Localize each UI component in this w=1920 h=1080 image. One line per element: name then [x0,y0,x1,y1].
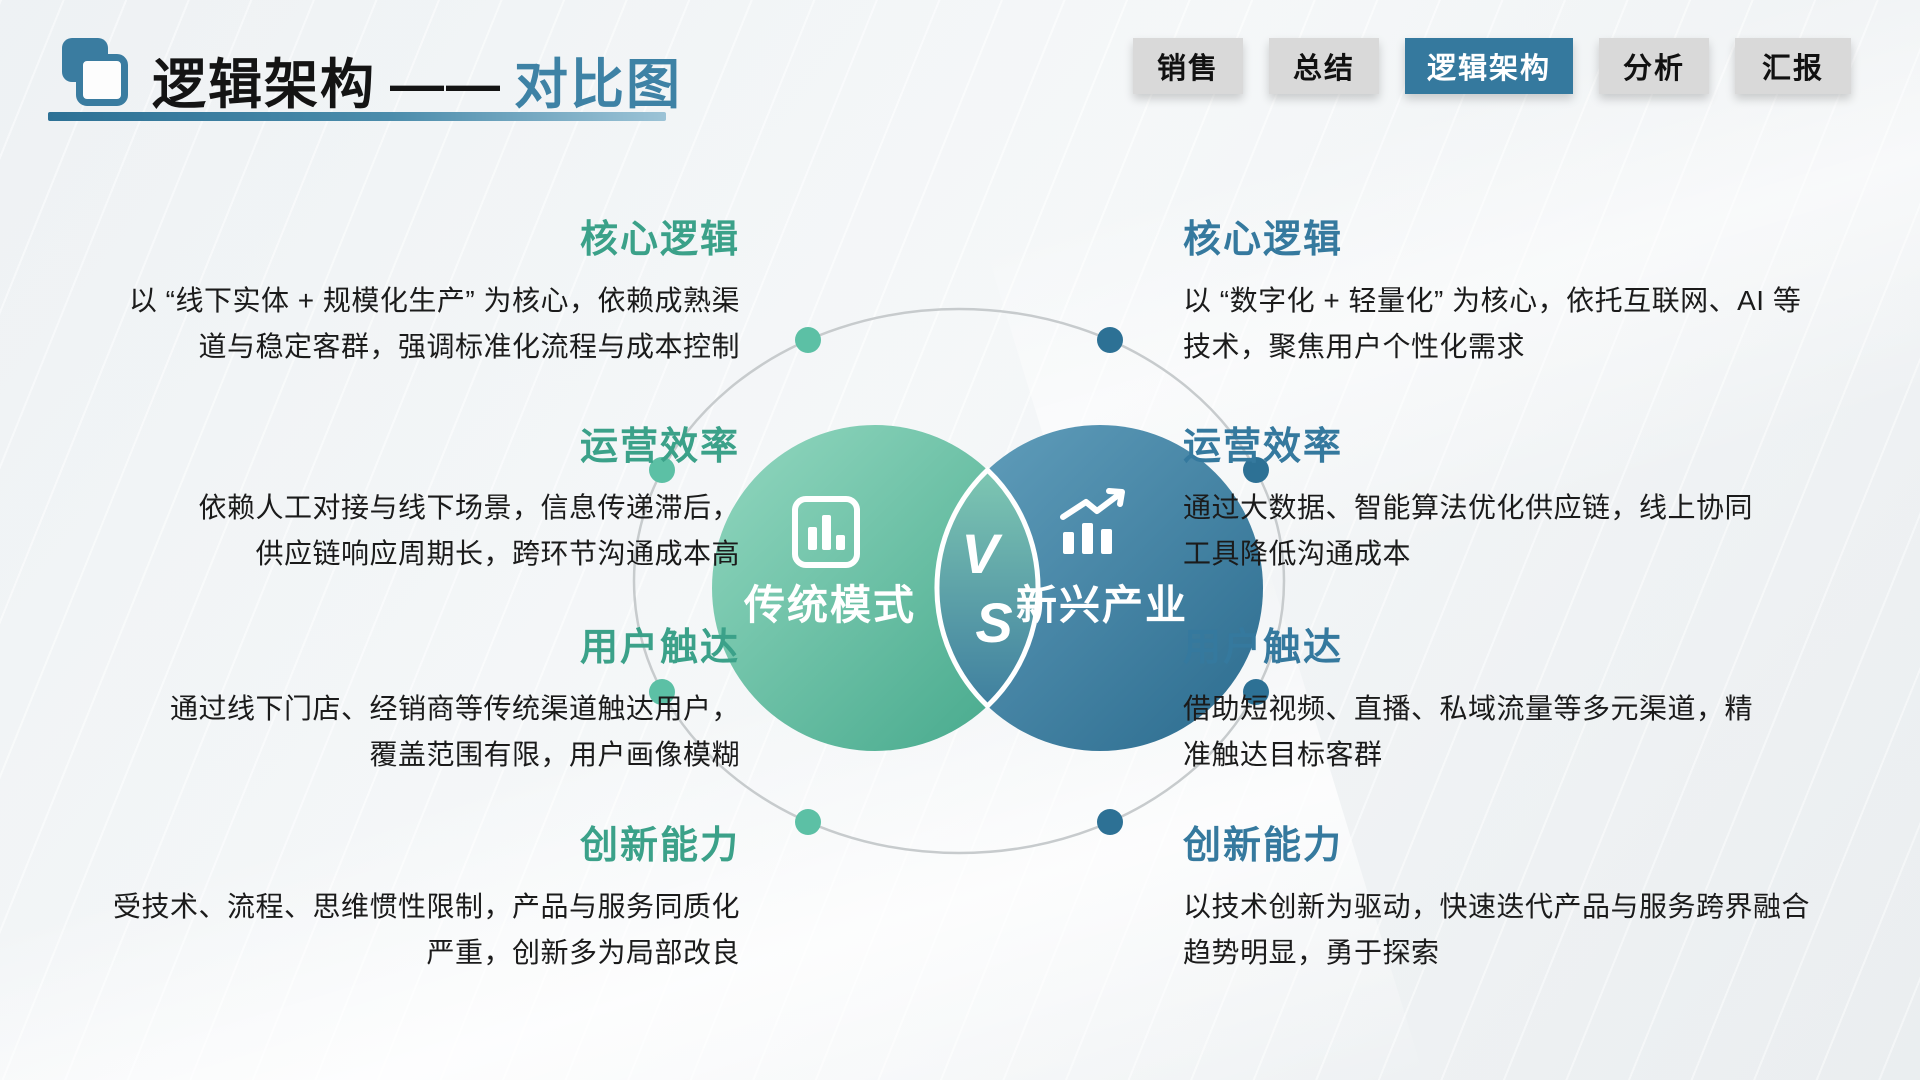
page-title-accent: 对比图 [514,55,682,115]
arc-dot-blue [1097,809,1123,835]
section-title: 核心逻辑 [1183,219,1344,261]
section-text-line: 以 “线下实体 + 规模化生产” 为核心，依赖成熟渠 [128,285,740,316]
page-title-prefix: 逻辑架构 [152,55,376,115]
page-title-dash: —— [390,55,502,115]
left-section-core-logic: 核心逻辑 以 “线下实体 + 规模化生产” 为核心，依赖成熟渠 道与稳定客群，强… [129,218,740,370]
tab-report[interactable]: 汇报 [1735,38,1851,94]
section-text-line: 覆盖范围有限，用户画像模糊 [369,739,740,770]
right-section-user-reach: 用户触达 借助短视频、直播、私域流量等多元渠道，精 准触达目标客群 [1183,626,1753,778]
emerging-industry-label: 新兴产业 [1016,582,1188,628]
vs-letter-v: V [961,522,1003,585]
section-text-line: 准触达目标客群 [1183,739,1383,770]
traditional-model-label: 传统模式 [743,582,916,628]
section-text-line: 严重，创新多为局部改良 [426,937,740,968]
section-text-line: 趋势明显，勇于探索 [1183,937,1440,968]
section-title: 用户触达 [1183,627,1344,669]
logo-front-square [76,54,128,106]
section-text-line: 受技术、流程、思维惯性限制，产品与服务同质化 [112,891,740,922]
section-text-line: 通过线下门店、经销商等传统渠道触达用户， [169,693,740,724]
left-section-operational-efficiency: 运营效率 依赖人工对接与线下场景，信息传递滞后， 供应链响应周期长，跨环节沟通成… [198,425,740,577]
section-title: 创新能力 [1183,825,1344,867]
arc-dot-blue [1243,679,1269,705]
right-section-innovation: 创新能力 以技术创新为驱动，快速迭代产品与服务跨界融合 趋势明显，勇于探索 [1183,824,1810,976]
tab-sales[interactable]: 销售 [1133,38,1243,94]
tab-summary[interactable]: 总结 [1269,38,1379,94]
section-text-line: 道与稳定客群，强调标准化流程与成本控制 [198,331,740,362]
trend-up-chart-icon [1060,488,1125,554]
arc-dot-green [795,327,821,353]
section-text-line: 以 “数字化 + 轻量化” 为核心，依托互联网、AI 等 [1183,285,1802,316]
section-text-line: 工具降低沟通成本 [1183,538,1412,569]
tab-bar: 销售 总结 逻辑架构 分析 汇报 [1133,38,1851,94]
section-text-line: 供应链响应周期长，跨环节沟通成本高 [255,538,740,569]
section-title: 核心逻辑 [579,219,740,261]
right-section-core-logic: 核心逻辑 以 “数字化 + 轻量化” 为核心，依托互联网、AI 等 技术，聚焦用… [1183,218,1801,370]
arc-dot-green [649,679,675,705]
section-title: 运营效率 [1183,426,1344,468]
section-text-line: 通过大数据、智能算法优化供应链，线上协同 [1183,492,1754,523]
vs-letter-s: S [975,591,1012,654]
section-title: 创新能力 [579,825,740,867]
section-title: 运营效率 [579,426,740,468]
tab-logic-structure[interactable]: 逻辑架构 [1405,38,1573,94]
section-text-line: 借助短视频、直播、私域流量等多元渠道，精 [1183,693,1754,724]
arc-dot-blue [1097,327,1123,353]
tab-analysis[interactable]: 分析 [1599,38,1709,94]
orbit-arc [632,307,1286,855]
left-section-user-reach: 用户触达 通过线下门店、经销商等传统渠道触达用户， 覆盖范围有限，用户画像模糊 [170,626,740,778]
left-section-innovation: 创新能力 受技术、流程、思维惯性限制，产品与服务同质化 严重，创新多为局部改良 [113,824,740,976]
section-text-line: 技术，聚焦用户个性化需求 [1183,331,1526,362]
arc-dot-blue [1243,457,1269,483]
bar-chart-icon [792,496,860,568]
vs-lens [934,466,1041,710]
page-title: 逻辑架构——对比图 [152,40,682,119]
section-title: 用户触达 [579,627,740,669]
section-text-line: 以技术创新为驱动，快速迭代产品与服务跨界融合 [1183,891,1811,922]
arc-dot-green [649,457,675,483]
section-text-line: 依赖人工对接与线下场景，信息传递滞后， [198,492,740,523]
right-section-operational-efficiency: 运营效率 通过大数据、智能算法优化供应链，线上协同 工具降低沟通成本 [1183,425,1753,577]
arc-dot-green [795,809,821,835]
title-underline [48,112,666,121]
overlapping-squares-logo-icon [62,38,128,106]
